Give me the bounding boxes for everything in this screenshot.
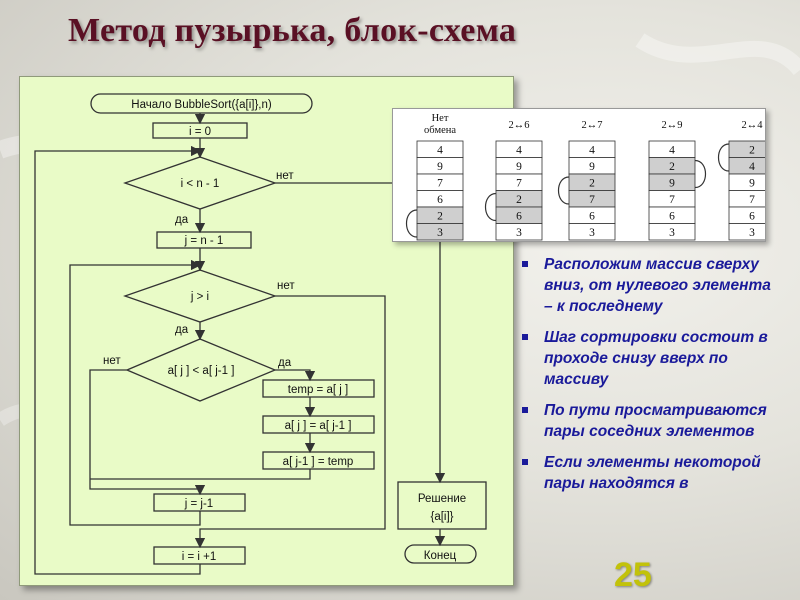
array-cell-value: 3 <box>589 227 595 239</box>
array-cell-value: 4 <box>589 145 595 157</box>
inner-yes-label: да <box>175 324 189 336</box>
array-cell-value: 2 <box>589 178 595 190</box>
array-cell-value: 7 <box>437 178 443 190</box>
array-cell-value: 2 <box>516 194 522 206</box>
compare-condition: a[ j ] < a[ j-1 ] <box>168 365 235 377</box>
outer-no-label: нет <box>276 170 294 182</box>
swap-arrow-icon <box>557 176 570 205</box>
array-cell-value: 9 <box>589 161 595 173</box>
start-node: Начало BubbleSort({a[i]},n) <box>131 99 272 111</box>
array-cell-value: 2 <box>749 145 755 157</box>
array-cell <box>495 223 543 241</box>
array-cell-value: 3 <box>516 227 522 239</box>
array-cell-value: 6 <box>516 211 522 223</box>
bullet-text: Если элементы некоторой пары находятся в <box>544 454 761 492</box>
array-cell-value: 2 <box>437 211 443 223</box>
column-header: 2↔4 <box>742 120 764 131</box>
array-cell-value: 7 <box>516 178 522 190</box>
j-decrement-block: j = j-1 <box>184 498 213 510</box>
array-cell-value: 3 <box>669 227 675 239</box>
swap-arrow-icon <box>694 159 707 189</box>
array-cell-value: 2 <box>669 161 675 173</box>
compare-no-label: нет <box>103 355 121 367</box>
array-cell <box>568 223 616 241</box>
array-cell-value: 3 <box>749 227 755 239</box>
bullet-text: Шаг сортировки состоит в проходе снизу в… <box>544 329 768 388</box>
swap-step-3: a[ j-1 ] = temp <box>283 456 354 468</box>
bullet-square-icon <box>522 407 528 413</box>
array-cell-value: 7 <box>669 194 675 206</box>
outer-loop-condition: i < n - 1 <box>181 178 220 190</box>
i-increment-block: i = i +1 <box>182 551 217 563</box>
bullet-item: По пути просматриваются пары соседних эл… <box>520 400 780 442</box>
array-cell-value: 6 <box>437 194 443 206</box>
column-header: 2↔6 <box>509 120 530 131</box>
array-cell <box>648 223 696 241</box>
bullet-list: Расположим массив сверху вниз, от нулево… <box>520 254 780 504</box>
array-cell <box>728 173 776 191</box>
slide-title: Метод пузырька, блок-схема <box>68 12 517 49</box>
array-cell <box>728 140 776 158</box>
bullet-square-icon <box>522 459 528 465</box>
array-cell-value: 6 <box>749 211 755 223</box>
array-cell-value: 7 <box>749 194 755 206</box>
array-cell-value: 4 <box>516 145 522 157</box>
inner-no-label: нет <box>277 280 295 292</box>
swap-step-1: temp = a[ j ] <box>288 384 348 396</box>
array-cell <box>728 206 776 224</box>
array-cell-value: 4 <box>437 145 443 157</box>
array-cell <box>416 223 464 241</box>
outer-yes-label: да <box>175 214 189 226</box>
bullet-square-icon <box>522 334 528 340</box>
array-cell-value: 3 <box>437 227 443 239</box>
inner-loop-condition: j > i <box>190 291 209 303</box>
column-header: 2↔9 <box>662 120 683 131</box>
bullet-text: Расположим массив сверху вниз, от нулево… <box>544 256 771 315</box>
array-cell-value: 9 <box>516 161 522 173</box>
array-cell <box>728 190 776 208</box>
bullet-square-icon <box>522 261 528 267</box>
result-block-title: Решение <box>418 493 466 505</box>
i-init-block: i = 0 <box>189 126 211 138</box>
array-cell-value: 6 <box>589 211 595 223</box>
array-cell-value: 7 <box>589 194 595 206</box>
array-cell-value: 9 <box>749 178 755 190</box>
swap-arrow-icon <box>484 192 497 222</box>
compare-yes-label: да <box>278 357 292 369</box>
column-header: обмена <box>424 125 456 136</box>
swap-arrow-icon <box>717 143 730 172</box>
bullet-item: Расположим массив сверху вниз, от нулево… <box>520 254 780 317</box>
result-block-value: {a[i]} <box>430 511 453 523</box>
flowchart-diagram: Начало BubbleSort({a[i]},n) i = 0 i < n … <box>34 93 487 575</box>
column-header: Нет <box>432 113 449 124</box>
array-cell-value: 9 <box>437 161 443 173</box>
column-header: 2↔7 <box>582 120 603 131</box>
array-cell-value: 9 <box>669 178 675 190</box>
j-init-block: j = n - 1 <box>184 235 224 247</box>
swap-arrow-icon <box>405 209 418 238</box>
array-cell-value: 4 <box>669 145 675 157</box>
bullet-item: Если элементы некоторой пары находятся в <box>520 452 780 494</box>
array-cell <box>728 223 776 241</box>
bullet-text: По пути просматриваются пары соседних эл… <box>544 402 767 440</box>
page-number: 25 <box>614 556 652 594</box>
array-cell-value: 4 <box>749 161 755 173</box>
array-cell-value: 6 <box>669 211 675 223</box>
swap-step-2: a[ j ] = a[ j-1 ] <box>285 420 352 432</box>
array-cell <box>728 157 776 175</box>
end-node: Конец <box>424 550 457 562</box>
bullet-item: Шаг сортировки состоит в проходе снизу в… <box>520 327 780 390</box>
